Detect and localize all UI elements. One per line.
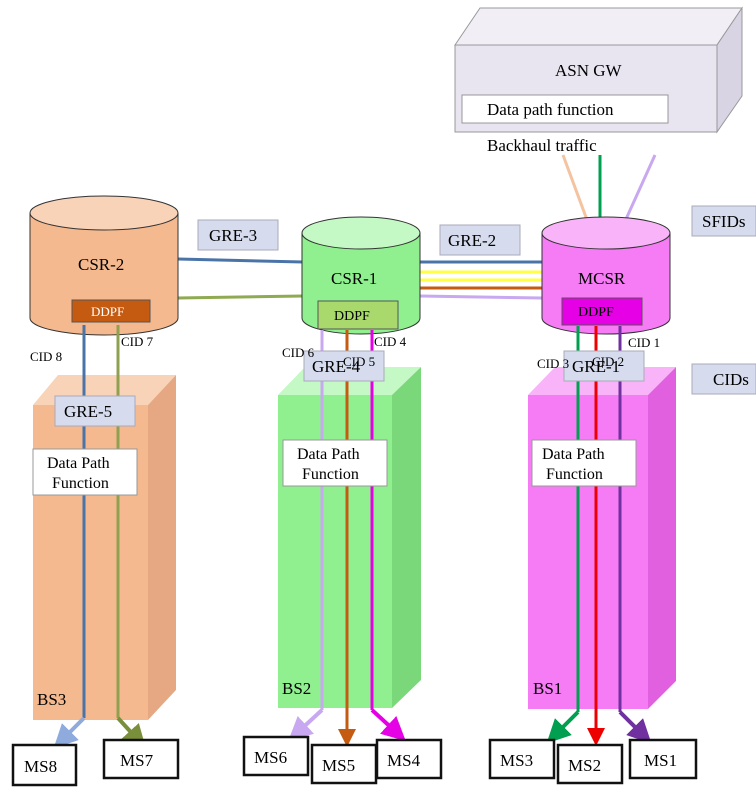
bs3-label: BS3	[37, 690, 66, 709]
bs2-data-path-box: Data Path Function	[282, 439, 388, 487]
cids-tag: CIDs	[691, 363, 756, 395]
mcsr-ddpf-box	[561, 297, 643, 326]
svg-text:MS4: MS4	[387, 751, 421, 770]
cid5-label: CID 5	[343, 354, 375, 369]
backhaul-line-1	[561, 154, 592, 229]
svg-text:MS1: MS1	[644, 751, 677, 770]
csr1-ddpf-label: DDPF	[334, 309, 370, 324]
svg-text:MS3: MS3	[500, 751, 533, 770]
gre4-tag: GRE-4	[303, 350, 385, 382]
csr2-name: CSR-2	[78, 255, 124, 274]
svg-text:GRE-2: GRE-2	[448, 231, 496, 250]
ms6-box: MS6	[242, 735, 310, 777]
ms4-box: MS4	[375, 738, 443, 780]
svg-text:MS6: MS6	[254, 748, 287, 767]
ms8-arrow	[53, 716, 86, 749]
asn-gw-title: ASN GW	[555, 61, 623, 80]
ms3-arrow	[546, 710, 580, 744]
svg-text:GRE-5: GRE-5	[64, 402, 112, 421]
cid6-label: CID 6	[282, 345, 315, 360]
ms2-box: MS2	[556, 743, 624, 785]
gre5-tag: GRE-5	[54, 395, 136, 427]
mcsr-cylinder: MCSR DDPF	[541, 216, 671, 335]
svg-text:GRE-3: GRE-3	[209, 226, 257, 245]
bs1-label: BS1	[533, 679, 562, 698]
csr2-ddpf-label: DDPF	[91, 304, 124, 319]
csr2-ddpf-box	[71, 299, 151, 323]
csr1-cylinder: CSR-1 DDPF	[301, 216, 421, 335]
bs2-prism	[278, 367, 421, 708]
ms4-arrow	[370, 708, 406, 742]
backhaul-line-3	[620, 154, 657, 229]
bs3-prism	[33, 375, 176, 720]
csr1-ddpf-box	[317, 300, 399, 330]
svg-text:MS2: MS2	[568, 756, 601, 775]
cid8-label: CID 8	[30, 349, 62, 364]
backhaul-traffic-label: Backhaul traffic	[487, 136, 597, 155]
svg-text:Function: Function	[546, 466, 603, 483]
ms3-box: MS3	[488, 738, 556, 780]
csr2-cylinder: CSR-2 DDPF	[29, 195, 179, 336]
ms1-arrow	[618, 710, 652, 744]
svg-text:Function: Function	[302, 466, 359, 483]
gre3-tunnel-line	[177, 257, 304, 264]
asn-data-path-box	[461, 94, 669, 124]
svg-text:Data Path: Data Path	[297, 446, 360, 463]
svg-text:Data Path: Data Path	[47, 455, 110, 472]
csr2-csr1-line	[177, 294, 304, 300]
gre3-tag: GRE-3	[197, 219, 279, 251]
svg-text:GRE-4: GRE-4	[312, 357, 361, 376]
svg-text:GRE-1: GRE-1	[572, 357, 620, 376]
svg-text:Data Path: Data Path	[542, 446, 605, 463]
bs3-data-path-box: Data Path Function	[32, 448, 138, 496]
cid3-label: CID 3	[537, 356, 569, 371]
cid7-label: CID 7	[121, 334, 154, 349]
cid2-label: CID 2	[592, 354, 624, 369]
gre1-tag: GRE-1	[563, 350, 645, 382]
ms6-arrow	[288, 708, 324, 742]
svg-text:MS8: MS8	[24, 757, 57, 776]
mcsr-ddpf-label: DDPF	[578, 305, 614, 320]
ms5-box: MS5	[310, 743, 378, 785]
ms8-box: MS8	[11, 743, 78, 787]
gre2-line-lavender	[419, 294, 543, 300]
cid4-label: CID 4	[374, 334, 407, 349]
svg-text:MS5: MS5	[322, 756, 355, 775]
bs1-data-path-box: Data Path Function	[531, 439, 637, 487]
ms7-arrow	[116, 716, 147, 749]
cid1-label: CID 1	[628, 335, 660, 350]
bs1-prism	[528, 367, 676, 709]
ms1-box: MS1	[628, 738, 698, 780]
asn-gw-box: ASN GW Data path function	[454, 6, 743, 134]
gre2-tag: GRE-2	[439, 224, 521, 256]
svg-text:SFIDs: SFIDs	[702, 212, 745, 231]
svg-text:MS7: MS7	[120, 751, 154, 770]
csr1-name: CSR-1	[331, 269, 377, 288]
svg-text:CIDs: CIDs	[713, 370, 749, 389]
asn-data-path-label: Data path function	[487, 100, 614, 119]
sfids-tag: SFIDs	[691, 205, 756, 237]
svg-text:Function: Function	[52, 475, 109, 492]
mcsr-name: MCSR	[578, 269, 626, 288]
bs2-label: BS2	[282, 679, 311, 698]
ms7-box: MS7	[102, 738, 180, 780]
